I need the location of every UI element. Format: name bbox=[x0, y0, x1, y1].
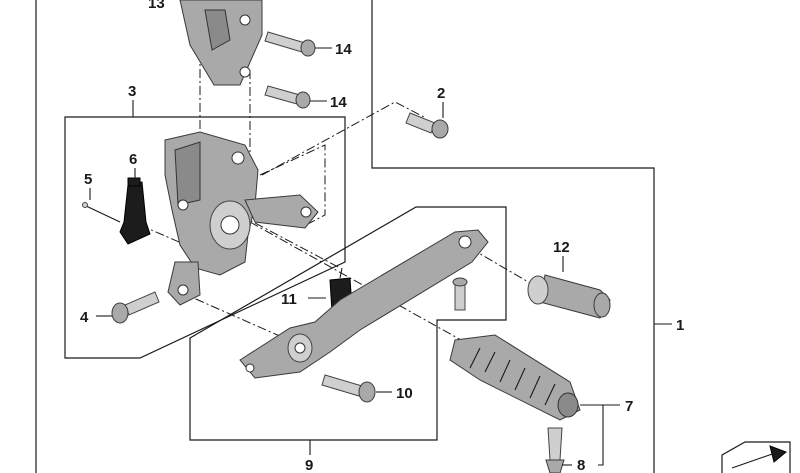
callout-11: 11 bbox=[281, 291, 297, 308]
mounting-plate-13 bbox=[179, 0, 263, 86]
callout-14-upper: 14 bbox=[335, 41, 352, 58]
assembly-frame-3 bbox=[64, 116, 346, 359]
callout-14-lower: 14 bbox=[330, 94, 347, 111]
footpeg-7 bbox=[449, 334, 581, 421]
assembly-frame-9 bbox=[189, 206, 507, 441]
callout-9: 9 bbox=[305, 457, 313, 473]
callout-1: 1 bbox=[676, 317, 684, 334]
screw-2 bbox=[405, 112, 449, 139]
pin-5 bbox=[82, 202, 121, 223]
callout-8: 8 bbox=[577, 457, 585, 473]
callout-2: 2 bbox=[437, 85, 445, 102]
callout-4: 4 bbox=[80, 309, 89, 326]
peg-bolt-8 bbox=[545, 427, 565, 473]
callout-6: 6 bbox=[129, 151, 137, 168]
callout-12: 12 bbox=[553, 239, 570, 256]
assembly-line-bracket bbox=[259, 144, 326, 229]
callout-5: 5 bbox=[84, 171, 92, 188]
screw-4 bbox=[111, 291, 160, 324]
callout-7: 7 bbox=[625, 398, 633, 415]
screw-10 bbox=[321, 374, 376, 403]
screw-14-upper bbox=[264, 31, 316, 57]
screw-14-lower bbox=[264, 85, 311, 109]
switch-6 bbox=[119, 177, 151, 245]
leader-7 bbox=[580, 404, 620, 466]
assembly-frame-1 bbox=[35, 0, 655, 473]
callout-3: 3 bbox=[128, 83, 136, 100]
callout-13: 13 bbox=[148, 0, 165, 12]
footrest-bracket-3 bbox=[164, 131, 319, 306]
lever-bolt bbox=[452, 277, 468, 311]
callout-10: 10 bbox=[396, 385, 413, 402]
peg-pin-12 bbox=[527, 274, 611, 319]
footrest-lever-9 bbox=[239, 229, 489, 379]
direction-arrow-icon bbox=[721, 441, 791, 473]
